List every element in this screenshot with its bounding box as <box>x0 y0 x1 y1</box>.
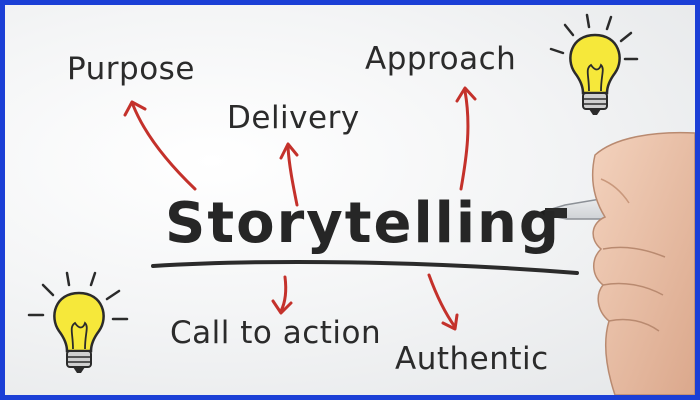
branch-delivery: Delivery <box>227 100 360 136</box>
branch-approach: Approach <box>365 41 517 77</box>
branch-call-to-action: Call to action <box>170 315 382 351</box>
whiteboard-drawing <box>27 13 695 395</box>
arrow-call-to-action <box>271 275 293 315</box>
arrow-purpose <box>123 100 197 191</box>
whiteboard-scene: Purpose Delivery Approach Storytelling C… <box>5 5 695 395</box>
arrow-delivery <box>279 142 299 207</box>
central-title: Storytelling <box>165 191 561 256</box>
branch-authentic: Authentic <box>395 341 549 377</box>
hand-with-marker <box>537 131 695 395</box>
lightbulb-icon <box>549 13 639 115</box>
title-underline <box>151 259 579 275</box>
lightbulb-icon <box>27 271 129 373</box>
branch-purpose: Purpose <box>67 51 195 87</box>
arrow-authentic <box>427 273 459 331</box>
arrow-approach <box>455 86 477 191</box>
